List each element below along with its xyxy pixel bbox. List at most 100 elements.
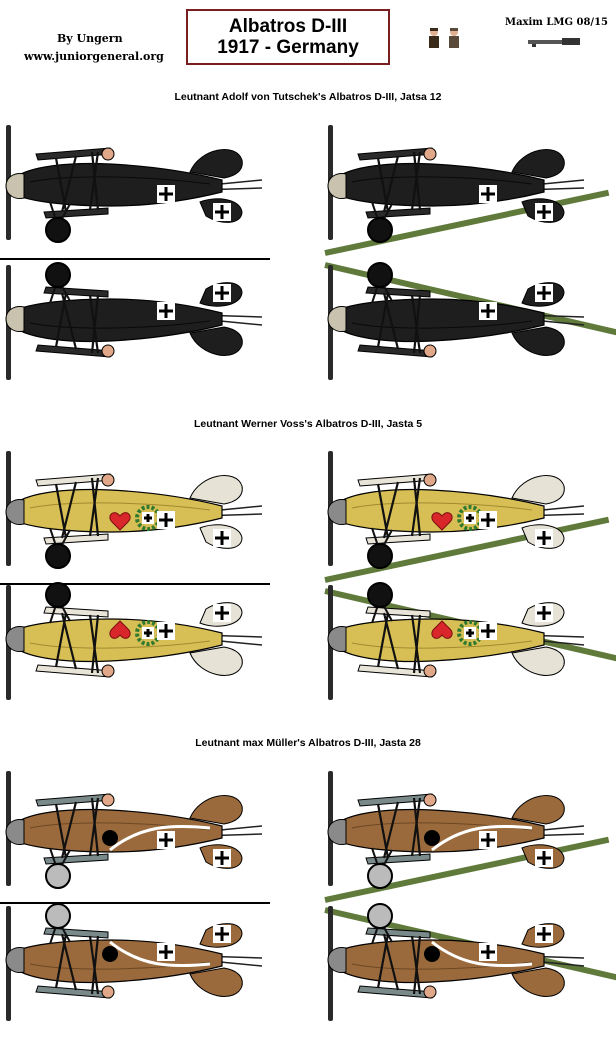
upper-wing — [35, 473, 113, 487]
upper-wing — [35, 793, 113, 807]
lower-wing — [365, 533, 431, 545]
nose-spinner — [327, 173, 347, 199]
iron-cross-insignia — [535, 203, 553, 221]
lower-wing — [365, 286, 431, 298]
wing-struts — [376, 292, 422, 354]
nose-spinner — [327, 947, 347, 973]
landing-wheel — [45, 543, 71, 569]
albatros-d3-aircraft — [327, 771, 585, 889]
upper-wing — [35, 985, 113, 999]
pilot-head — [423, 147, 437, 161]
nose-spinner — [5, 173, 25, 199]
pilot-head — [101, 147, 115, 161]
albatros-d3-aircraft — [327, 903, 585, 1021]
albatros-d3-aircraft — [5, 451, 263, 569]
pilot-head — [423, 344, 437, 358]
nose-spinner — [327, 626, 347, 652]
iron-cross-insignia — [479, 185, 497, 203]
pilot-head — [423, 664, 437, 678]
nose-spinner — [5, 306, 25, 332]
pilot-head — [101, 344, 115, 358]
wing-struts — [376, 933, 422, 995]
iron-cross-insignia — [535, 284, 553, 302]
machine-gun-icon — [528, 38, 580, 47]
iron-cross-insignia — [157, 185, 175, 203]
heart-emblem — [109, 620, 131, 639]
pilot-head — [101, 664, 115, 678]
pilot-head — [423, 985, 437, 999]
iron-cross-insignia — [479, 831, 497, 849]
tail-fin — [511, 795, 565, 825]
heart-emblem — [431, 512, 453, 531]
iron-cross-insignia — [157, 831, 175, 849]
iron-cross-insignia — [157, 622, 175, 640]
upper-wing — [35, 147, 113, 161]
heart-emblem — [431, 620, 453, 639]
nose-spinner — [5, 626, 25, 652]
albatros-d3-aircraft — [327, 125, 585, 243]
nose-spinner — [327, 819, 347, 845]
iron-cross-insignia — [535, 849, 553, 867]
title-box: Albatros D-III 1917 - Germany — [186, 9, 390, 65]
iron-cross-insignia — [157, 511, 175, 529]
fuselage-stripe — [431, 824, 533, 852]
albatros-d3-aircraft — [5, 125, 263, 243]
nose-spinner — [5, 947, 25, 973]
machine-gun-label: Maxim LMG 08/15 — [505, 17, 608, 28]
wing-struts — [376, 612, 422, 674]
upper-wing — [357, 344, 435, 358]
black-roundel — [424, 830, 440, 846]
fold-line — [0, 902, 270, 904]
albatros-d3-aircraft — [5, 582, 263, 700]
lower-wing — [43, 286, 109, 298]
landing-wheel — [367, 262, 393, 288]
lower-wing — [365, 927, 431, 939]
nose-spinner — [5, 499, 25, 525]
tail-fin — [189, 149, 243, 179]
iron-cross-insignia — [535, 925, 553, 943]
lower-wing — [365, 207, 431, 219]
tail-fin — [511, 967, 565, 997]
iron-cross-insignia — [479, 622, 497, 640]
upper-wing — [35, 344, 113, 358]
iron-cross-insignia — [213, 203, 231, 221]
landing-wheel — [45, 903, 71, 929]
lower-wing — [365, 853, 431, 865]
tail-fin — [511, 149, 565, 179]
landing-wheel — [45, 863, 71, 889]
pilot-head — [423, 473, 437, 487]
pilot-head — [101, 793, 115, 807]
sheet-subtitle: 1917 - Germany — [217, 37, 359, 58]
section-title-tutschek: Leutnant Adolf von Tutschek's Albatros D… — [174, 91, 442, 103]
landing-wheel — [367, 543, 393, 569]
iron-cross-insignia — [157, 943, 175, 961]
upper-wing — [35, 664, 113, 678]
lower-wing — [365, 606, 431, 618]
black-roundel — [424, 946, 440, 962]
nose-spinner — [327, 306, 347, 332]
landing-wheel — [367, 863, 393, 889]
albatros-d3-aircraft — [5, 903, 263, 1021]
landing-wheel — [367, 903, 393, 929]
tail-fin — [511, 646, 565, 676]
tail-fin — [511, 326, 565, 356]
tail-fin — [189, 646, 243, 676]
wing-struts — [54, 151, 100, 213]
tail-fin — [189, 326, 243, 356]
fuselage-stripe — [109, 940, 211, 968]
lower-wing — [43, 927, 109, 939]
fuselage-stripe — [431, 940, 533, 968]
crew-figures — [429, 28, 459, 48]
fuselage-stripe — [109, 824, 211, 852]
fold-line — [0, 258, 270, 260]
upper-wing — [357, 664, 435, 678]
tail-fin — [189, 475, 243, 505]
wing-struts — [376, 797, 422, 859]
wing-struts — [376, 477, 422, 539]
iron-cross-insignia — [464, 512, 476, 524]
upper-wing — [357, 473, 435, 487]
upper-wing — [357, 147, 435, 161]
author-credit: By Ungern — [57, 32, 123, 45]
landing-wheel — [45, 217, 71, 243]
